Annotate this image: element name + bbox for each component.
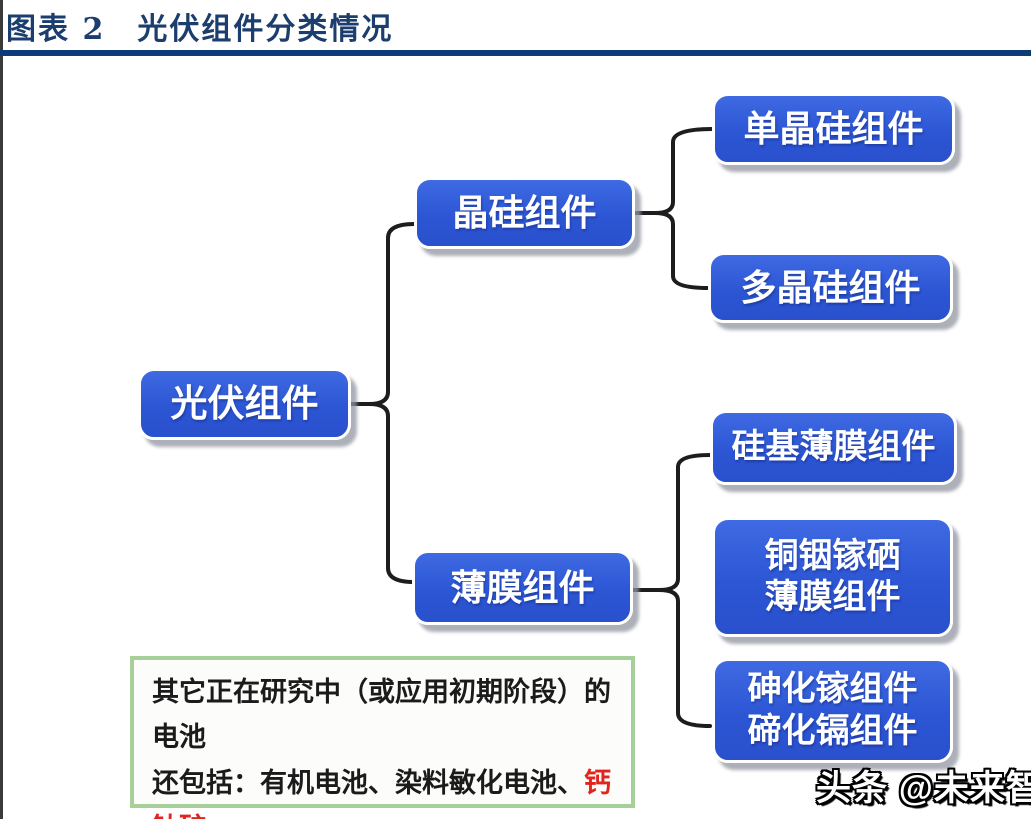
node-gaas-cdte: 砷化镓组件 碲化镉组件 [712, 658, 953, 763]
node-poly-silicon-label: 多晶硅组件 [740, 266, 921, 308]
root-brace [367, 222, 416, 584]
node-pv-module: 光伏组件 [138, 368, 351, 440]
node-poly-silicon: 多晶硅组件 [708, 252, 953, 323]
node-silicon-thin-film-label: 硅基薄膜组件 [731, 427, 936, 466]
node-cigs-line2: 薄膜组件 [764, 578, 901, 616]
node-crystalline-silicon-label: 晶硅组件 [452, 192, 597, 234]
node-thin-film: 薄膜组件 [412, 550, 633, 625]
thinfilm-brace [657, 453, 712, 728]
node-gaas-line1: 砷化镓组件 [747, 670, 918, 709]
node-thin-film-label: 薄膜组件 [450, 566, 595, 608]
node-mono-silicon-label: 单晶硅组件 [743, 108, 924, 150]
node-pv-module-label: 光伏组件 [170, 383, 319, 425]
page-left-border [0, 0, 3, 819]
node-crystalline-silicon: 晶硅组件 [414, 177, 635, 249]
title-divider [0, 50, 1031, 56]
crystalline-brace [653, 127, 714, 290]
note-line1: 其它正在研究中（或应用初期阶段）的电池 [152, 677, 611, 753]
node-silicon-thin-film: 硅基薄膜组件 [710, 410, 957, 485]
node-mono-silicon: 单晶硅组件 [712, 93, 955, 165]
note-highlight-perovskite: 钙钛矿 [152, 767, 611, 819]
watermark-toutiao: 头条 @未来智库 [816, 769, 1031, 808]
node-cdte-line2: 碲化镉组件 [747, 711, 918, 750]
node-cigs-thin-film: 铜铟镓硒 薄膜组件 [712, 517, 953, 637]
research-note-box: 其它正在研究中（或应用初期阶段）的电池 还包括：有机电池、染料敏化电池、钙钛矿 … [130, 656, 635, 819]
node-cigs-line1: 铜铟镓硒 [764, 536, 901, 575]
note-line2: 还包括：有机电池、染料敏化电池、钙钛矿 [152, 761, 615, 819]
figure-title: 图表 2 光伏组件分类情况 [6, 12, 394, 47]
